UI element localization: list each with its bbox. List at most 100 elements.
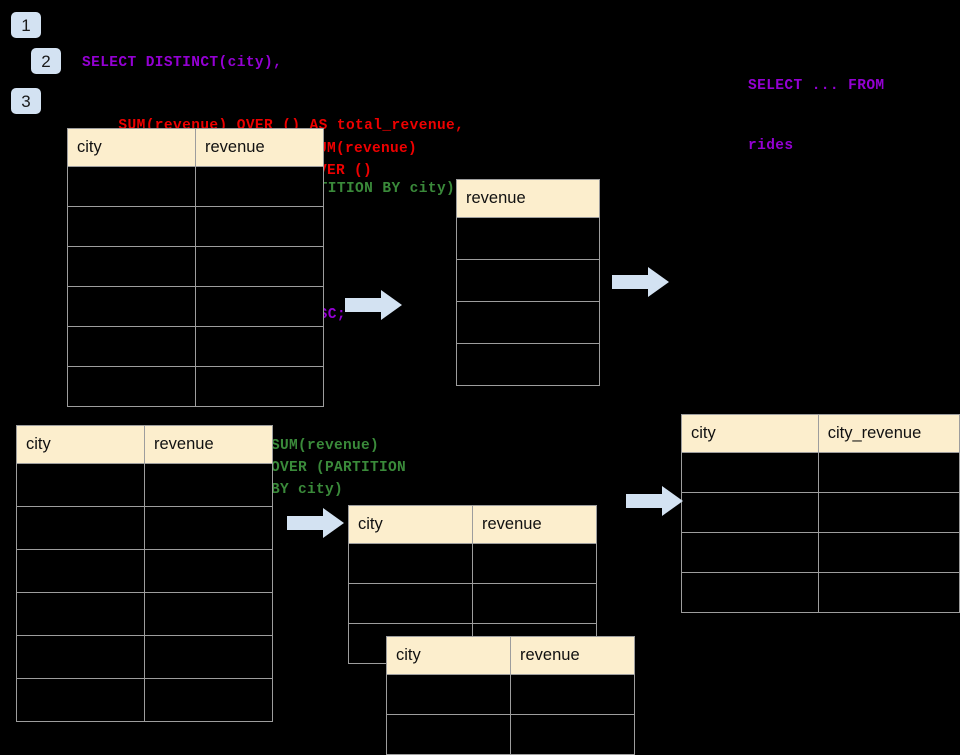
- table-header-row: city city_revenue: [681, 414, 960, 453]
- step-badge-3-label: 3: [21, 91, 31, 111]
- column-header-revenue: revenue: [510, 636, 635, 675]
- arrow-right-icon: [626, 486, 683, 516]
- cell: [510, 674, 635, 715]
- arrow-right-icon: [345, 290, 402, 320]
- cell: [195, 326, 324, 367]
- table-row: [67, 366, 324, 407]
- column-header-revenue: revenue: [144, 425, 273, 464]
- cell: [195, 286, 324, 327]
- table-row: [16, 506, 273, 550]
- cell: [510, 714, 635, 755]
- cell: [144, 678, 273, 722]
- cell: [472, 543, 597, 584]
- cell: [817, 492, 960, 533]
- sql-line-select: SELECT DISTINCT(city),: [82, 55, 283, 71]
- cell: [386, 674, 511, 715]
- diagram-canvas: 1 2 3 SELECT DISTINCT(city), SUM(revenue…: [11, 12, 960, 755]
- table-partition-group-front: city revenue: [386, 636, 635, 755]
- table-row: [16, 549, 273, 593]
- table-result-city-revenue: city city_revenue: [681, 414, 960, 613]
- table-row: [681, 452, 960, 493]
- table-row: [456, 301, 600, 344]
- column-header-revenue: revenue: [472, 505, 597, 544]
- cell: [16, 678, 145, 722]
- table-body: [456, 217, 600, 386]
- cell: [472, 583, 597, 624]
- table-row: [348, 583, 597, 624]
- cell: [67, 366, 196, 407]
- step-badge-2-label: 2: [41, 51, 51, 71]
- cell: [16, 463, 145, 507]
- cell: [144, 549, 273, 593]
- cell: [16, 592, 145, 636]
- column-header-city: city: [681, 414, 819, 453]
- table-source-rides-top: city revenue: [67, 128, 324, 407]
- table-row: [456, 217, 600, 260]
- cell: [195, 366, 324, 407]
- step-badge-1: 1: [11, 12, 41, 38]
- column-header-revenue: revenue: [195, 128, 324, 167]
- cell: [681, 452, 819, 493]
- table-source-rides-bottom: city revenue: [16, 425, 273, 722]
- table-partition-group-back: city revenue: [348, 505, 597, 664]
- cell: [144, 592, 273, 636]
- table-row: [67, 246, 324, 287]
- table-row: [456, 343, 600, 386]
- cell: [456, 259, 600, 302]
- cell: [456, 217, 600, 260]
- cell: [144, 506, 273, 550]
- table-header-row: city revenue: [67, 128, 324, 167]
- table-header-row: city revenue: [348, 505, 597, 544]
- cell: [67, 206, 196, 247]
- cell: [67, 246, 196, 287]
- table-row: [16, 678, 273, 722]
- cell: [456, 301, 600, 344]
- sql-side-note: SELECT ... FROM rides: [748, 36, 885, 196]
- step-badge-2: 2: [31, 48, 61, 74]
- step-badge-3: 3: [11, 88, 41, 114]
- table-row: [681, 492, 960, 533]
- table-row: [348, 543, 597, 584]
- table-body: [16, 463, 273, 722]
- cell: [348, 543, 473, 584]
- table-header-row: city revenue: [386, 636, 635, 675]
- cell: [67, 166, 196, 207]
- column-header-city: city: [386, 636, 511, 675]
- step-badge-1-label: 1: [21, 15, 31, 35]
- cell: [681, 572, 819, 613]
- table-total-revenue: revenue: [456, 179, 600, 386]
- table-header-row: city revenue: [16, 425, 273, 464]
- cell: [456, 343, 600, 386]
- table-row: [67, 326, 324, 367]
- cell: [16, 635, 145, 679]
- cell: [817, 572, 960, 613]
- cell: [67, 326, 196, 367]
- table-row: [16, 463, 273, 507]
- table-body: [67, 166, 324, 407]
- cell: [681, 532, 819, 573]
- table-header-row: revenue: [456, 179, 600, 218]
- table-row: [67, 286, 324, 327]
- table-body: [681, 452, 960, 613]
- table-row: [386, 674, 635, 715]
- column-header-revenue: revenue: [456, 179, 600, 218]
- arrow-right-icon: [612, 267, 669, 297]
- cell: [348, 583, 473, 624]
- table-row: [386, 714, 635, 755]
- column-header-city: city: [16, 425, 145, 464]
- column-header-city-revenue: city_revenue: [817, 414, 960, 453]
- table-row: [67, 206, 324, 247]
- cell: [16, 506, 145, 550]
- table-row: [456, 259, 600, 302]
- cell: [195, 246, 324, 287]
- arrow-right-icon: [287, 508, 344, 538]
- table-row: [681, 532, 960, 573]
- table-row: [681, 572, 960, 613]
- cell: [16, 549, 145, 593]
- column-header-city: city: [67, 128, 196, 167]
- cell: [681, 492, 819, 533]
- sql-side-line-2: rides: [748, 138, 794, 154]
- table-row: [67, 166, 324, 207]
- cell: [144, 463, 273, 507]
- cell: [195, 166, 324, 207]
